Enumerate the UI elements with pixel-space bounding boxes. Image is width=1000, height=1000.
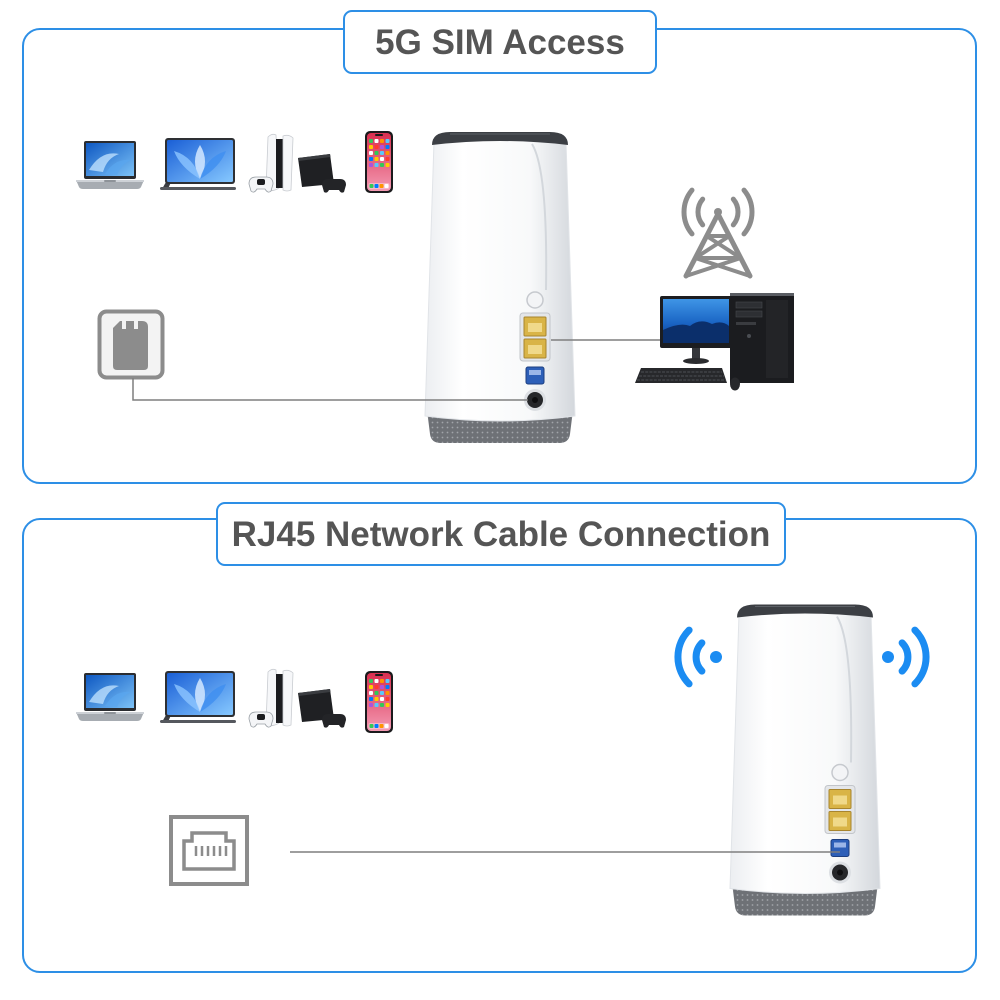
rj45-connection-title-badge: RJ45 Network Cable Connection xyxy=(216,502,786,566)
rj45-connection-panel xyxy=(22,518,977,973)
sim-access-title-badge: 5G SIM Access xyxy=(343,10,657,74)
rj45-connection-title: RJ45 Network Cable Connection xyxy=(231,514,771,554)
sim-access-panel xyxy=(22,28,977,484)
sim-access-title: 5G SIM Access xyxy=(375,22,625,62)
